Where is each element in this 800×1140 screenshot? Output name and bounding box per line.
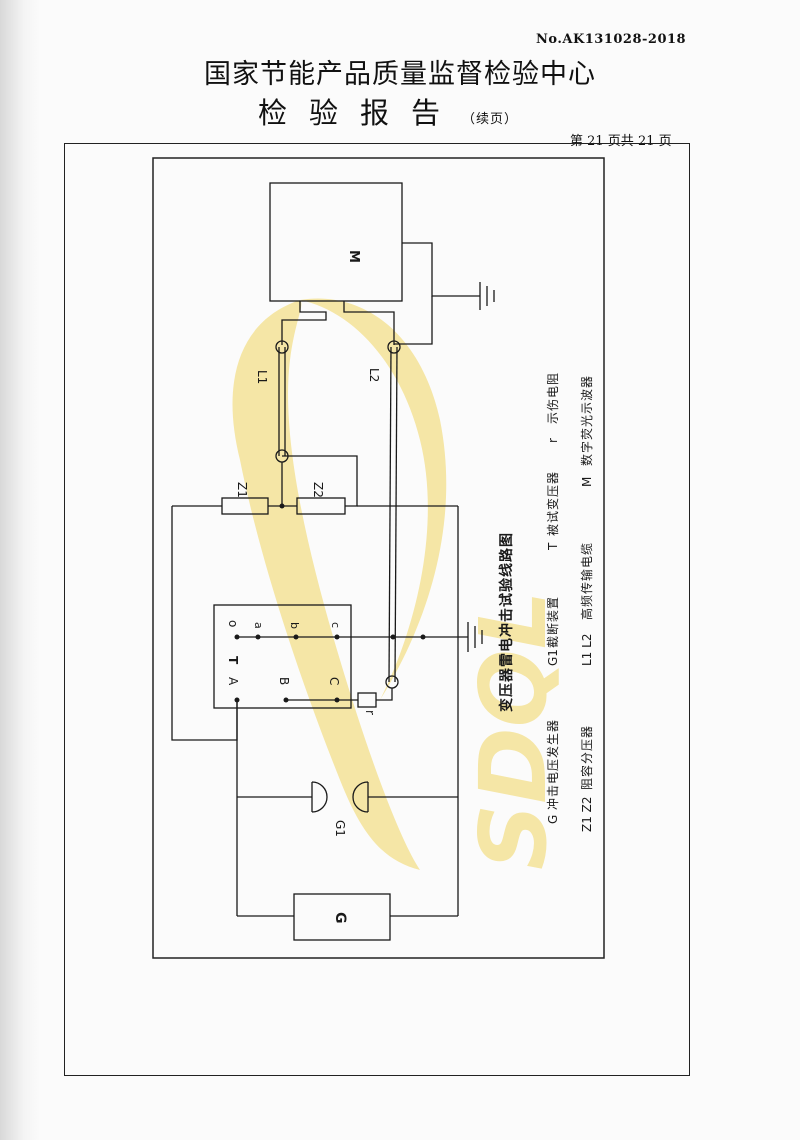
report-title: 检验报告 bbox=[258, 96, 463, 130]
legend-g-desc: 冲击电压发生器 bbox=[545, 719, 560, 810]
legend-l-desc: 高频传输电缆 bbox=[579, 542, 594, 620]
oscilloscope-box bbox=[269, 182, 403, 302]
label-z2: Z2 bbox=[311, 482, 325, 498]
label-z1: Z1 bbox=[235, 482, 249, 498]
resistor-r bbox=[357, 692, 377, 708]
legend-l-code: L1 L2 bbox=[580, 634, 594, 666]
legend-z-code: Z1 Z2 bbox=[580, 796, 594, 832]
legend-g-code: G bbox=[546, 815, 560, 824]
watermark-text: SDQL bbox=[460, 591, 567, 870]
legend-m-desc: 数字荧光示波器 bbox=[579, 375, 594, 466]
label-m: M bbox=[346, 250, 361, 263]
legend-m-code: M bbox=[580, 477, 594, 487]
legend-g1-code: G1 bbox=[546, 649, 560, 666]
label-g1: G1 bbox=[333, 820, 347, 837]
diagram-caption: 变压器雷电冲击试验线路图 bbox=[498, 532, 515, 712]
report-subtitle: （续页） bbox=[462, 112, 519, 127]
divider-z2 bbox=[296, 497, 346, 515]
label-term-o: o bbox=[226, 620, 240, 627]
label-term-A: A bbox=[226, 677, 240, 686]
label-term-C: C bbox=[327, 677, 341, 685]
scan-shadow bbox=[0, 0, 40, 1140]
legend-t-desc: 被试变压器 bbox=[545, 471, 560, 536]
label-term-B: B bbox=[277, 677, 291, 685]
label-l1: L1 bbox=[255, 370, 269, 384]
report-title-line: 检验报告（续页） bbox=[258, 90, 518, 132]
watermark-logo: SDQL bbox=[232, 298, 567, 870]
chopping-gap-left bbox=[311, 781, 328, 813]
legend-r-desc: 示伤电阻 bbox=[546, 372, 560, 424]
page-number: 第 21 页共 21 页 bbox=[570, 134, 672, 149]
label-term-b: b bbox=[288, 622, 301, 629]
label-g: G bbox=[332, 912, 348, 924]
label-r: r bbox=[363, 710, 377, 715]
legend-r-code: r bbox=[546, 438, 560, 443]
organization-name: 国家节能产品质量监督检验中心 bbox=[204, 59, 596, 90]
transformer-box bbox=[213, 604, 352, 709]
legend-t-code: T bbox=[546, 542, 560, 551]
diagram-frame bbox=[152, 157, 605, 959]
label-t: T bbox=[226, 656, 240, 665]
legend-g1-desc: 截断装置 bbox=[545, 596, 560, 648]
label-l2: L2 bbox=[367, 368, 381, 382]
report-number: No.AK131028-2018 bbox=[536, 32, 687, 47]
generator-box bbox=[293, 893, 391, 941]
legend-z-desc: 阻容分压器 bbox=[579, 725, 594, 790]
label-term-a: a bbox=[252, 622, 265, 629]
label-term-c: c bbox=[329, 622, 342, 628]
report-frame bbox=[64, 143, 690, 1076]
